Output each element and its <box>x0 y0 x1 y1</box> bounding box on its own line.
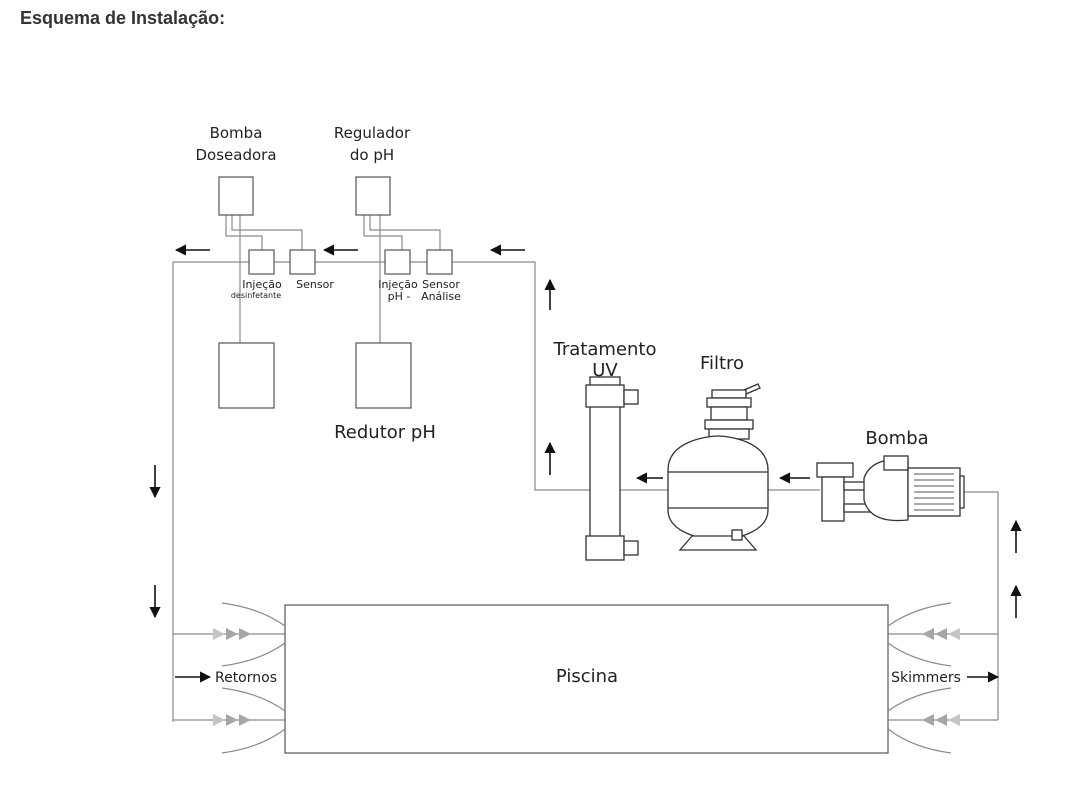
regulador-label-2: do pH <box>350 146 394 164</box>
uv-treatment-unit <box>585 376 639 561</box>
sensor-box <box>289 249 316 275</box>
tratamento-uv-label-2: UV <box>592 360 618 381</box>
injecao-desinfetante-box <box>248 249 275 275</box>
filter-unit <box>667 383 769 551</box>
injecao-desinfetante-label: Injeção <box>242 278 282 291</box>
desinfetante-tank <box>218 342 275 409</box>
redutor-ph-label: Redutor pH <box>334 422 436 443</box>
return-arrow-icons <box>213 628 251 726</box>
retornos-label: Retornos <box>215 670 277 686</box>
page-title: Esquema de Instalação: <box>20 8 226 28</box>
bomba-doseadora-label-2: Doseadora <box>195 146 276 164</box>
tratamento-uv-label: Tratamento <box>553 339 657 360</box>
injecao-ph-box <box>384 249 411 275</box>
skimmer-arrow-icons <box>922 628 960 726</box>
piscina-label: Piscina <box>556 666 618 687</box>
sensor-analise-label-2: Análise <box>421 290 461 303</box>
redutor-ph-tank <box>355 342 412 409</box>
bomba-doseadora-box <box>218 176 254 216</box>
regulador-label: Regulador <box>334 124 411 142</box>
sensor-analise-label: Sensor <box>422 278 460 291</box>
pool <box>284 604 889 754</box>
bomba-label: Bomba <box>865 428 928 449</box>
regulador-ph-box <box>355 176 391 216</box>
sensor-analise-box <box>426 249 453 275</box>
injecao-ph-label-2: pH - <box>388 290 411 303</box>
injecao-desinfetante-label-2: desinfetante <box>231 291 281 300</box>
injecao-ph-label: Injeção <box>378 278 418 291</box>
return-nozzles <box>221 602 286 754</box>
bomba-doseadora-label: Bomba <box>210 124 263 142</box>
pump-unit <box>816 455 965 522</box>
skimmer-nozzles <box>887 602 952 754</box>
filtro-label: Filtro <box>700 353 744 374</box>
skimmers-label: Skimmers <box>891 670 961 686</box>
sensor-label: Sensor <box>296 278 334 291</box>
flow-arrows <box>149 244 1022 683</box>
